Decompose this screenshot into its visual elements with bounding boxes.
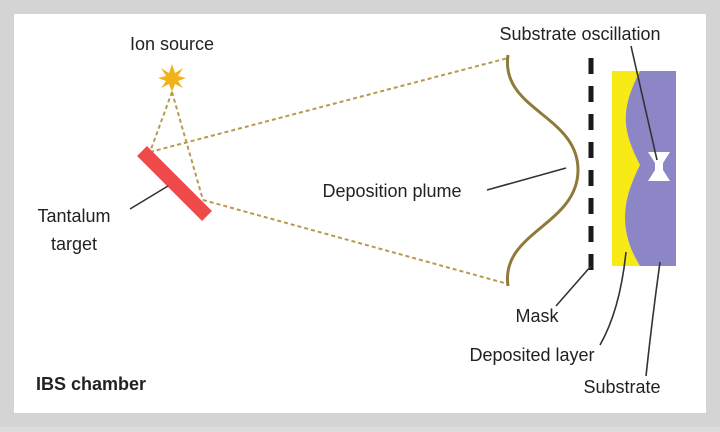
label-tantalum-target-line2: target	[51, 234, 97, 254]
ion-source-icon	[158, 64, 186, 92]
label-deposited-layer: Deposited layer	[469, 345, 594, 365]
leader-tantalum-target	[129, 185, 169, 210]
label-mask: Mask	[515, 306, 559, 326]
diagram-panel	[14, 14, 706, 413]
leader-deposition-plume	[486, 167, 567, 191]
label-substrate: Substrate	[583, 377, 660, 397]
label-substrate-oscillation: Substrate oscillation	[499, 24, 660, 44]
leader-substrate-oscillation	[630, 45, 658, 161]
substrate	[624, 71, 676, 266]
label-chamber: IBS chamber	[36, 374, 146, 394]
ion-beam-lines	[149, 91, 204, 201]
tantalum-target	[137, 146, 212, 221]
leader-substrate	[645, 261, 661, 377]
leader-lines	[129, 45, 661, 377]
leader-mask	[555, 265, 592, 307]
plume-lines	[149, 57, 509, 285]
deposited-layer	[612, 71, 640, 266]
leader-deposited-layer	[599, 251, 627, 346]
label-deposition-plume: Deposition plume	[322, 181, 461, 201]
deposition-plume-curve	[506, 54, 580, 287]
label-ion-source: Ion source	[130, 34, 214, 54]
label-tantalum-target-line1: Tantalum	[37, 206, 110, 226]
oscillation-arrow-icon	[648, 152, 670, 181]
